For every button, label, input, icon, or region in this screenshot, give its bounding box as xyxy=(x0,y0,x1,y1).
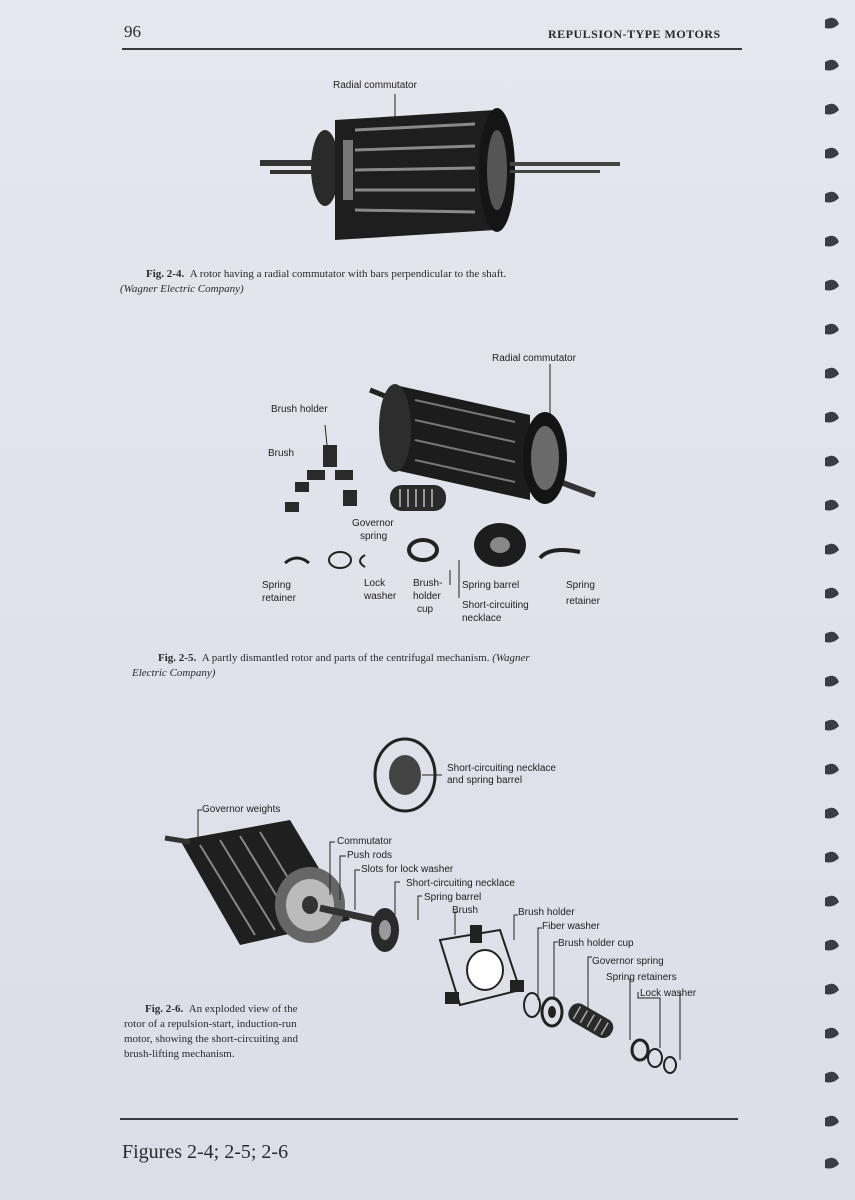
fig26-label-fiber-washer: Fiber washer xyxy=(542,921,600,932)
fig25-label-spring-retainer-2: retainer xyxy=(262,593,296,604)
footer-rule xyxy=(120,1118,738,1120)
fig25-caption-line2: Electric Company) xyxy=(132,667,215,680)
fig26-caption-number: Fig. 2-6. xyxy=(145,1003,184,1015)
fig26-label-push-rods: Push rods xyxy=(347,850,393,861)
fig26-caption-l4: brush-lifting mechanism. xyxy=(124,1048,235,1060)
fig26-exploded-rotor-illustration xyxy=(164,737,681,1074)
fig25-label-short-circuiting-1: Short-circuiting xyxy=(462,600,529,611)
fig26-caption-l1: An exploded view of the xyxy=(188,1003,298,1015)
fig26-label-spring-barrel: Spring barrel xyxy=(424,892,482,903)
fig25-caption-text: A partly dismantled rotor and parts of t… xyxy=(201,652,490,664)
fig24-caption-number: Fig. 2-4. xyxy=(146,268,185,280)
fig25-caption-number: Fig. 2-5. xyxy=(158,652,197,664)
fig26-label-short-necklace-1: Short-circuiting necklace xyxy=(447,763,556,774)
fig26-label-governor-weights: Governor weights xyxy=(202,804,281,815)
page-number: 96 xyxy=(124,22,141,41)
fig24-label-radial-commutator: Radial commutator xyxy=(333,80,417,91)
fig26-label-lock-washer: Lock washer xyxy=(640,988,697,999)
fig25-label-spring-barrel: Spring barrel xyxy=(462,580,520,591)
fig26-label-brush-holder-cup: Brush holder cup xyxy=(558,938,634,949)
fig25-label-brush-holder-cup-1: Brush- xyxy=(413,578,443,589)
fig25-label-brush-holder-cup-3: cup xyxy=(417,604,434,615)
fig25-label-spring-retainer-1: Spring xyxy=(262,580,291,591)
fig25-label-brush-holder: Brush holder xyxy=(271,404,328,415)
fig25-label-governor: Governor xyxy=(352,518,394,529)
fig25-label-spring-retainer-b1: Spring xyxy=(566,580,595,591)
fig26-label-short-necklace: Short-circuiting necklace xyxy=(406,878,515,889)
fig24-caption-credit: (Wagner Electric Company) xyxy=(120,283,244,296)
spiral-binding xyxy=(825,17,839,1169)
fig25-label-short-circuiting-2: necklace xyxy=(462,613,502,624)
fig25-credit-1: (Wagner xyxy=(492,652,530,664)
fig25-label-brush: Brush xyxy=(268,448,295,459)
fig25-label-lock-1: Lock xyxy=(364,578,386,589)
fig26-label-commutator: Commutator xyxy=(337,836,393,847)
fig25-label-lock-2: washer xyxy=(364,591,397,602)
fig25-label-spring-retainer-b2: retainer xyxy=(566,596,600,607)
fig25-caption: Fig. 2-5. A partly dismantled rotor and … xyxy=(158,652,758,665)
fig26-label-governor-spring: Governor spring xyxy=(592,956,664,967)
fig26-label-short-necklace-2: and spring barrel xyxy=(447,775,523,786)
fig24-rotor-illustration xyxy=(260,94,620,240)
fig25-label-radial-commutator: Radial commutator xyxy=(492,353,576,364)
fig25-credit-2: Electric Company) xyxy=(132,667,216,679)
fig24-caption: Fig. 2-4. A rotor having a radial commut… xyxy=(146,268,746,281)
fig24-credit-text: (Wagner Electric Company) xyxy=(120,283,244,295)
header-rule xyxy=(122,48,742,50)
fig24-caption-text: A rotor having a radial commutator with … xyxy=(189,268,507,280)
fig25-label-brush-holder-cup-2: holder xyxy=(413,591,441,602)
fig26-label-brush-holder: Brush holder xyxy=(518,907,575,918)
footer-figures-label: Figures 2-4; 2-5; 2-6 xyxy=(122,1141,289,1163)
fig26-caption-l3: motor, showing the short-circuiting and xyxy=(124,1033,299,1045)
fig26-label-slots: Slots for lock washer xyxy=(361,864,454,875)
fig25-dismantled-rotor-illustration xyxy=(284,364,597,598)
fig25-label-spring: spring xyxy=(360,531,388,542)
fig26-label-spring-retainers: Spring retainers xyxy=(606,972,677,983)
running-head: REPULSION-TYPE MOTORS xyxy=(548,27,721,41)
fig26-label-brush: Brush xyxy=(452,905,479,916)
fig26-caption-l2: rotor of a repulsion-start, induction-ru… xyxy=(124,1018,297,1030)
fig26-caption-line1: Fig. 2-6. An exploded view of the xyxy=(145,1003,297,1016)
